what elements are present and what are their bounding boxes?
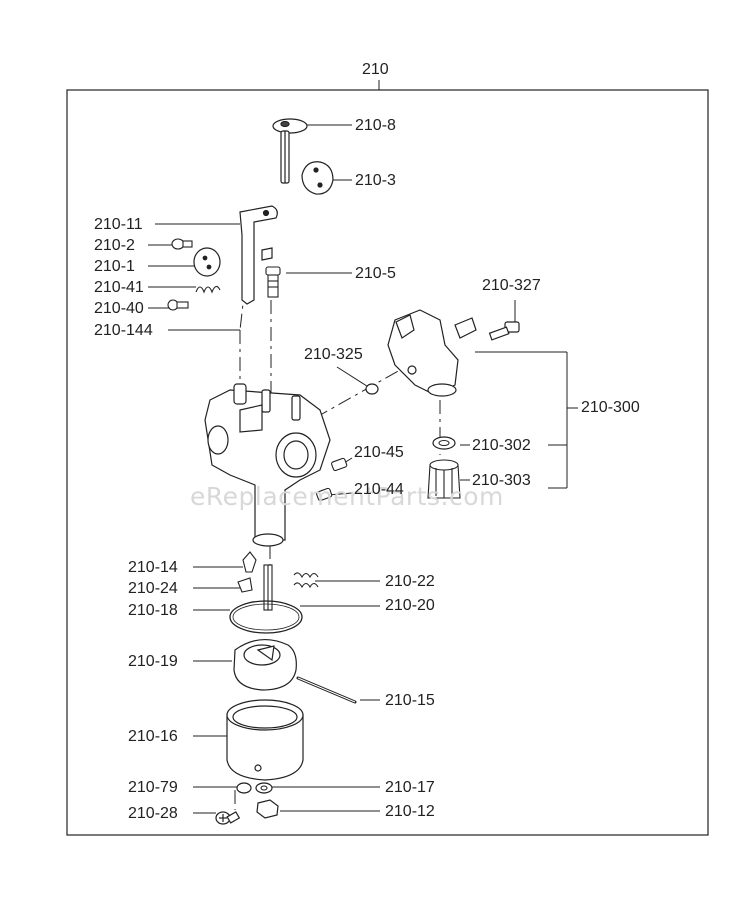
label-210-14: 210-14 [128, 559, 178, 576]
label-210-24: 210-24 [128, 580, 178, 597]
label-210-303: 210-303 [472, 472, 531, 489]
label-210-40: 210-40 [94, 300, 144, 317]
label-210-3: 210-3 [355, 172, 396, 189]
part-choke-plate [301, 161, 334, 195]
part-screw-small [171, 238, 193, 250]
part-float [233, 639, 297, 691]
part-bowl-bolt [256, 799, 279, 819]
part-spring-22 [293, 572, 319, 589]
part-choke-shaft [272, 118, 308, 184]
diagram-frame [66, 89, 709, 836]
label-210-41: 210-41 [94, 279, 144, 296]
label-210-45: 210-45 [354, 444, 404, 461]
label-210-327: 210-327 [482, 277, 541, 294]
part-throttle-plate [193, 247, 221, 277]
leader-lines [148, 124, 578, 814]
part-spring [195, 285, 221, 294]
label-210-18: 210-18 [128, 602, 178, 619]
part-drain-screw [215, 811, 241, 825]
label-210-1: 210-1 [94, 258, 135, 275]
label-210-17: 210-17 [385, 779, 435, 796]
part-gasket-79 [236, 782, 252, 794]
label-210-8: 210-8 [355, 117, 396, 134]
part-idle-screw [265, 266, 281, 298]
part-fuel-valve [387, 309, 520, 397]
label-210-28: 210-28 [128, 805, 178, 822]
part-float-bowl [226, 699, 304, 781]
label-210-302: 210-302 [472, 437, 531, 454]
label-210-19: 210-19 [128, 653, 178, 670]
label-210-2: 210-2 [94, 237, 135, 254]
part-needle-set [237, 551, 273, 611]
part-screw-40 [167, 299, 189, 311]
label-210-300: 210-300 [581, 399, 640, 416]
label-210-20: 210-20 [385, 597, 435, 614]
watermark: eReplacementParts.com [190, 482, 504, 511]
part-gasket-20 [229, 600, 303, 634]
part-jets [316, 457, 348, 502]
title-ref-label: 210 [362, 61, 389, 78]
label-210-11: 210-11 [94, 216, 143, 233]
label-210-325: 210-325 [304, 346, 363, 363]
label-210-22: 210-22 [385, 573, 435, 590]
part-throttle-lever [239, 205, 278, 305]
part-o-ring-325 [365, 383, 379, 395]
label-210-44: 210-44 [354, 481, 404, 498]
label-210-16: 210-16 [128, 728, 178, 745]
label-210-15: 210-15 [385, 692, 435, 709]
part-carburetor-body [204, 383, 331, 547]
part-filter-303 [427, 459, 461, 499]
label-210-12: 210-12 [385, 803, 435, 820]
label-210-144: 210-144 [94, 322, 153, 339]
label-210-79: 210-79 [128, 779, 178, 796]
label-210-5: 210-5 [355, 265, 396, 282]
